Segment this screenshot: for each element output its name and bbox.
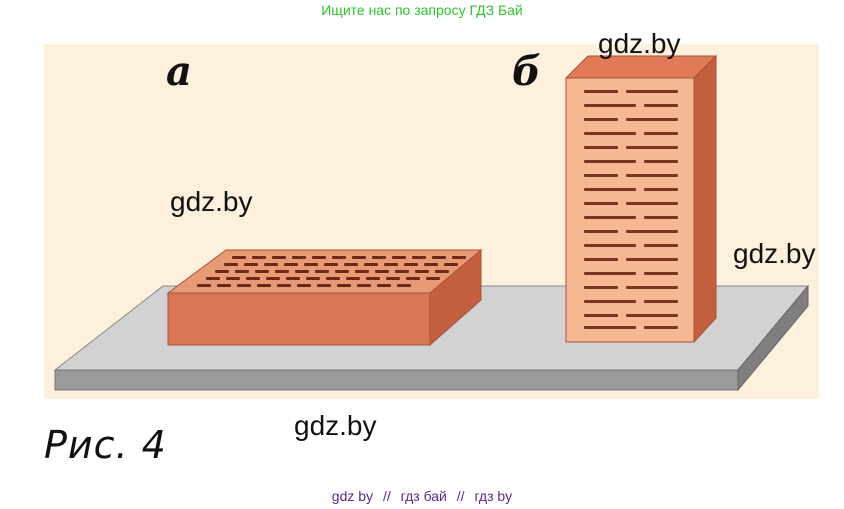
brick-a-side — [429, 248, 482, 347]
brick-a-front — [167, 292, 431, 346]
footer-link-gdz-by[interactable]: gdz by — [331, 488, 374, 504]
footer-link-gdz-bai[interactable]: гдз бай — [400, 488, 447, 504]
footer-separator: // — [456, 488, 465, 504]
watermark-middle-left: gdz.by — [170, 186, 253, 217]
watermark-bottom: gdz.by — [294, 410, 377, 441]
figure-caption: Рис. 4 — [44, 423, 167, 467]
brick-a-holes — [197, 256, 466, 287]
brick-b-top — [564, 55, 718, 79]
brick-b-holes — [584, 90, 678, 329]
label-b: б — [512, 48, 541, 95]
slab-side — [737, 284, 809, 392]
label-a: а — [166, 48, 192, 95]
watermark-top-right: gdz.by — [598, 28, 681, 59]
footer-links: gdz by // гдз бай // гдз by — [0, 488, 844, 504]
top-banner: Ищите нас по запросу ГДЗ Бай — [321, 2, 523, 18]
watermark-right: gdz.by — [733, 238, 816, 269]
footer-separator: // — [382, 488, 391, 504]
brick-b-side — [693, 54, 717, 344]
slab-front — [54, 369, 739, 391]
footer-link-gdz-by-2[interactable]: гдз by — [474, 488, 513, 504]
